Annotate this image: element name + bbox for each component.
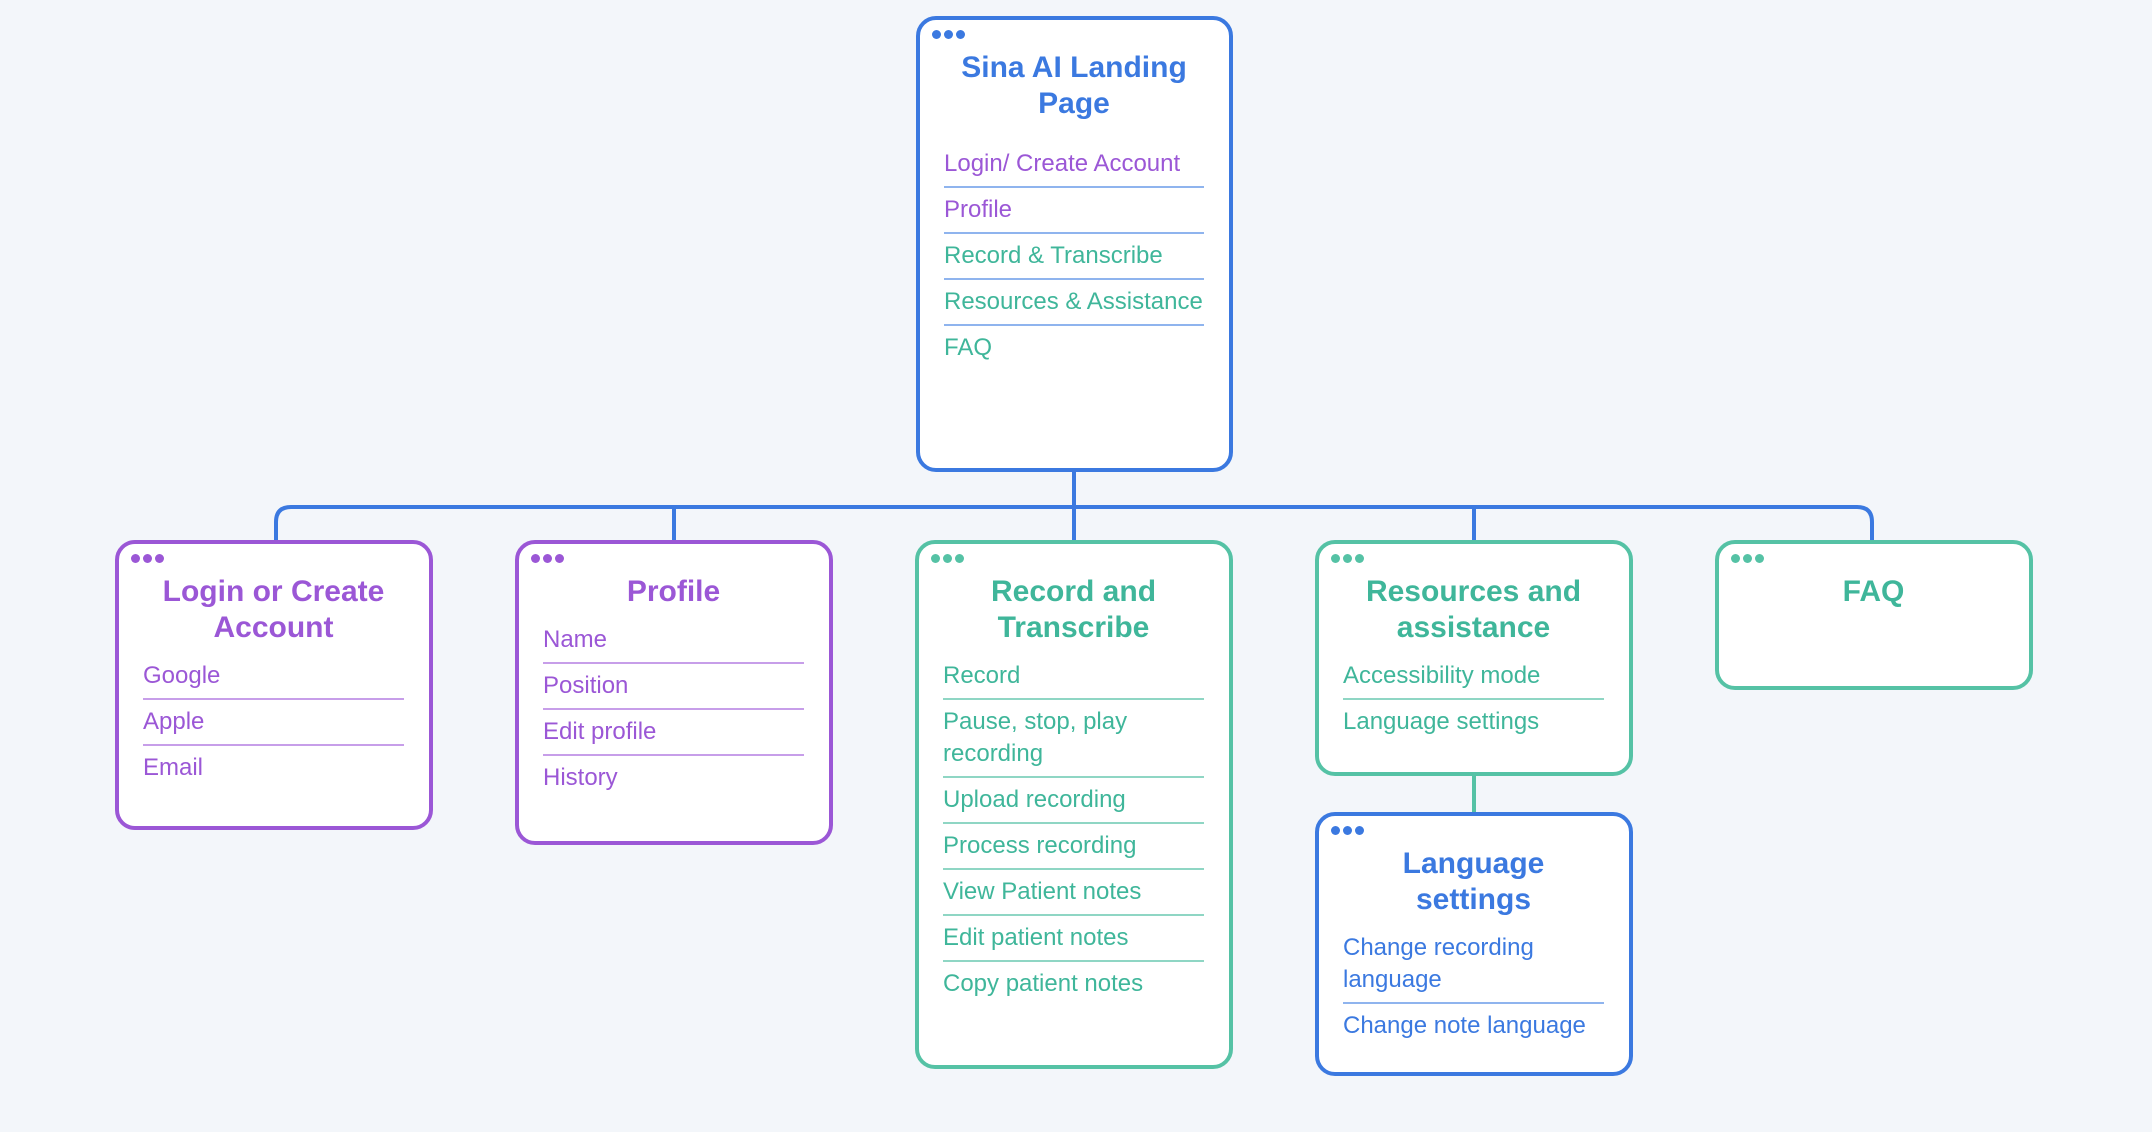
login-node: Login or Create Account Google Apple Ema… [115,540,433,830]
list-item: Profile [944,188,1204,234]
record-node: Record and Transcribe Record Pause, stop… [915,540,1233,1069]
language-node: Language settings Change recording langu… [1315,812,1633,1076]
list-item: View Patient notes [943,870,1204,916]
menu-dots-icon [1331,826,1364,835]
list-item: Position [543,664,804,710]
list-item: FAQ [944,334,993,361]
node-title: Login or Create Account [162,575,385,644]
profile-node: Profile Name Position Edit profile Histo… [515,540,833,845]
list-item: Edit profile [543,710,804,756]
item-list: Google Apple Email [143,654,404,790]
node-title: Language settings [1402,847,1545,916]
list-item: Login/ Create Account [944,142,1204,188]
list-item: Upload recording [943,778,1204,824]
list-item: Name [543,618,804,664]
node-title: Resources and assistance [1365,575,1582,644]
menu-dots-icon [1731,554,1764,563]
menu-dots-icon [1331,554,1364,563]
resources-node: Resources and assistance Accessibility m… [1315,540,1633,776]
list-item: Pause, stop, play recording [943,700,1204,778]
list-item: Copy patient notes [943,970,1144,997]
list-item: Change note language [1343,1012,1586,1039]
list-item: Accessibility mode [1343,654,1604,700]
node-title: Sina AI Landing Page [961,51,1187,120]
root-node: Sina AI Landing Page Login/ Create Accou… [916,16,1233,472]
list-item: History [543,764,618,791]
list-item: Record [943,654,1204,700]
list-item: Process recording [943,824,1204,870]
faq-node: FAQ [1715,540,2033,690]
node-title: Profile [626,575,721,608]
menu-dots-icon [131,554,164,563]
item-list: Name Position Edit profile History [543,618,804,800]
menu-dots-icon [531,554,564,563]
menu-dots-icon [932,30,965,39]
item-list: Login/ Create Account Profile Record & T… [944,142,1204,370]
list-item: Edit patient notes [943,916,1204,962]
list-item: Resources & Assistance [944,280,1204,326]
item-list: Change recording language Change note la… [1343,926,1604,1048]
list-item: Change recording language [1343,926,1604,1004]
node-title: FAQ [1842,575,1905,608]
item-list: Accessibility mode Language settings [1343,654,1604,744]
item-list: Record Pause, stop, play recording Uploa… [943,654,1204,1006]
list-item: Email [143,754,204,781]
menu-dots-icon [931,554,964,563]
list-item: Language settings [1343,708,1540,735]
node-title: Record and Transcribe [990,575,1157,644]
list-item: Google [143,654,404,700]
list-item: Apple [143,700,404,746]
list-item: Record & Transcribe [944,234,1204,280]
